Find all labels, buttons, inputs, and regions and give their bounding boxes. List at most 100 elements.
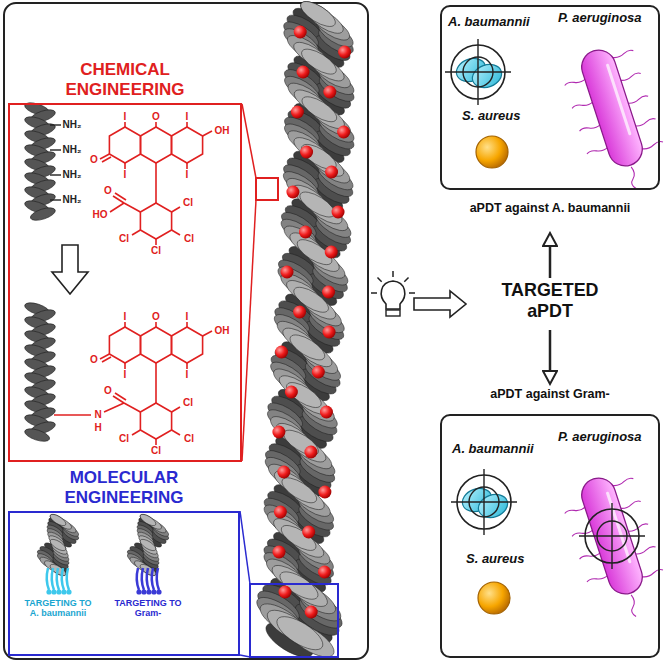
bond xyxy=(50,124,61,125)
photosensitizer-dot xyxy=(293,306,306,319)
targeting-ligand-head xyxy=(66,589,71,594)
bond xyxy=(155,363,157,403)
fiber-segment xyxy=(48,537,67,553)
light-bulb-icon xyxy=(371,271,415,316)
bond xyxy=(132,430,140,435)
bond xyxy=(132,230,140,235)
targeting-ligand-head xyxy=(151,589,156,594)
bond xyxy=(186,363,188,369)
engineering-box: MOLECULAR ENGINEERINGTARGETING TO A. bau… xyxy=(8,466,240,656)
atom-label: O xyxy=(90,155,98,165)
atom-label: O xyxy=(90,355,98,365)
fiber-segment xyxy=(280,425,322,459)
photosensitizer-dot xyxy=(318,486,331,499)
fiber-segment xyxy=(283,378,325,412)
atom-label: NH₂ xyxy=(63,170,82,180)
targeting-ligand-head xyxy=(51,589,56,594)
atom-label: Cl xyxy=(119,234,129,244)
photosensitizer-dot xyxy=(274,506,287,519)
atom-label: Cl xyxy=(184,234,194,244)
targeting-ligand-head xyxy=(146,589,151,594)
atom-label: I xyxy=(186,112,189,122)
photosensitizer-dot xyxy=(332,206,345,219)
atom-label: OH xyxy=(215,126,230,136)
outcome-box: A. baumanniiP. aeruginosaS. aureusaPDT a… xyxy=(440,5,660,233)
a-baumannii-cell xyxy=(459,485,511,522)
photosensitizer-dot xyxy=(305,606,318,619)
targeting-ligand-head xyxy=(56,589,61,594)
left-panel xyxy=(4,3,368,659)
bond xyxy=(155,439,157,445)
bond xyxy=(110,203,124,212)
target-crosshair xyxy=(579,503,645,569)
photosensitizer-dot xyxy=(304,446,317,459)
targeting-ligand-head xyxy=(156,589,161,594)
bond xyxy=(124,322,126,327)
bond xyxy=(50,199,61,200)
photosensitizer-dot xyxy=(297,66,310,79)
polymer-chain xyxy=(23,300,57,444)
zoom-line xyxy=(242,200,256,461)
bond xyxy=(155,239,157,245)
atom-label: O xyxy=(104,386,112,396)
zoom-line xyxy=(242,104,256,178)
targeting-label: TARGETING TO A. baumannii xyxy=(19,598,97,619)
photosensitizer-dot xyxy=(338,46,351,59)
targeting-label: TARGETING TO Gram- xyxy=(109,598,187,619)
atom-label: Cl xyxy=(119,434,129,444)
ring xyxy=(109,127,140,163)
atom-label: O xyxy=(152,312,160,322)
photosensitizer-dot xyxy=(323,326,336,339)
bond xyxy=(115,193,126,200)
photosensitizer-dot xyxy=(299,226,312,239)
atom-label: Cl xyxy=(151,246,161,256)
targeting-ligand xyxy=(137,568,139,590)
rose-bengal-structure xyxy=(54,322,212,445)
targeting-ligand-head xyxy=(141,589,146,594)
targeting-ligand xyxy=(52,568,54,590)
ring xyxy=(171,327,202,363)
atom-label: I xyxy=(124,170,127,180)
bond xyxy=(186,163,188,169)
photosensitizer-dot xyxy=(281,266,294,279)
photosensitizer-dot xyxy=(291,106,304,119)
bond xyxy=(203,331,212,336)
photosensitizer-dot xyxy=(312,366,325,379)
bond xyxy=(50,149,61,150)
photosensitizer-dot xyxy=(337,126,350,139)
process-arrow xyxy=(414,291,466,317)
polymer-segment xyxy=(23,426,51,444)
photosensitizer-dot xyxy=(272,426,285,439)
targeting-ligand xyxy=(147,568,149,590)
box-border xyxy=(8,511,240,656)
bond xyxy=(50,174,61,175)
species-label: A. baumannii xyxy=(448,15,530,30)
photosensitizer-dot xyxy=(286,186,299,199)
ring xyxy=(140,127,171,163)
photosensitizer-dot xyxy=(320,406,333,419)
bond xyxy=(115,393,126,400)
atom-label: I xyxy=(186,370,189,380)
bond xyxy=(172,230,180,235)
atom-label: Cl xyxy=(151,446,161,456)
target-crosshair xyxy=(445,39,511,105)
targeting-ligand-head xyxy=(46,589,51,594)
box-border xyxy=(8,103,242,462)
bond xyxy=(172,207,180,212)
bond xyxy=(124,403,140,412)
targeting-ligand-head xyxy=(136,589,141,594)
targeting-ligand-head xyxy=(61,589,66,594)
targeting-ligand xyxy=(152,568,154,590)
central-label: TARGETED aPDT xyxy=(490,280,610,321)
atom-label: NH₂ xyxy=(63,120,82,130)
fiber-segment xyxy=(48,512,67,528)
species-label: S. aureus xyxy=(466,552,525,567)
box-border xyxy=(440,5,660,190)
zoom-line xyxy=(240,655,250,657)
targeted-fiber-end xyxy=(36,512,81,594)
bond xyxy=(155,322,157,327)
atom-label: H xyxy=(94,423,101,433)
targeting-ligand xyxy=(67,568,69,590)
